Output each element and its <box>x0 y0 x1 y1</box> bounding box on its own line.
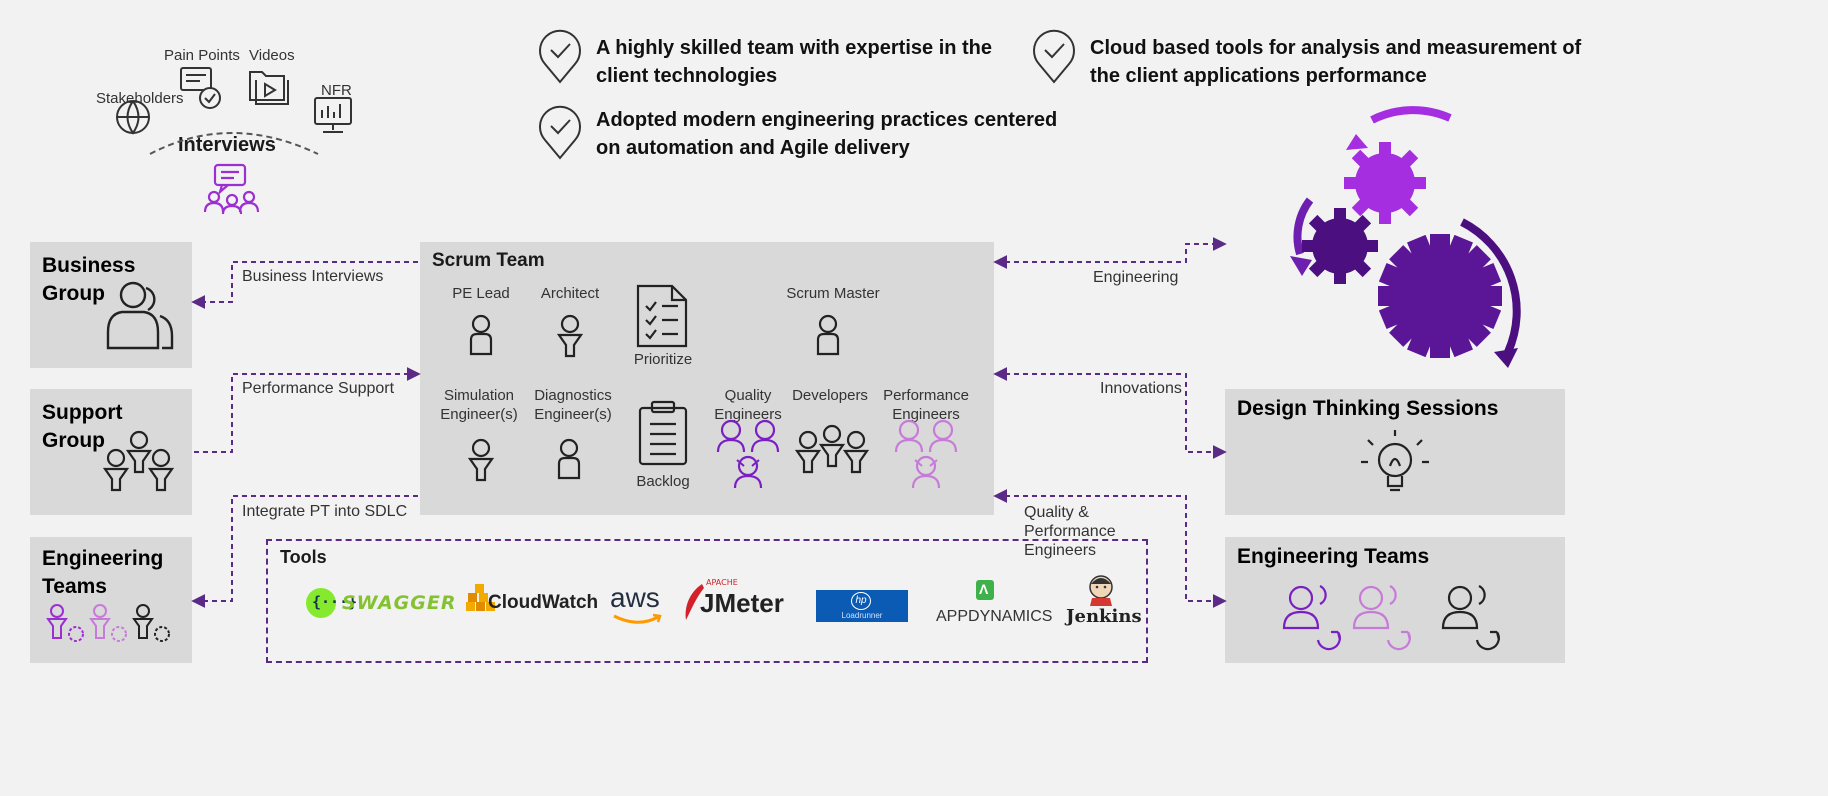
backlog-label: Backlog <box>636 473 690 490</box>
highlight-modern-practices: Adopted modern engineering practices cen… <box>596 109 1058 159</box>
aws-smile-icon <box>613 613 662 624</box>
highlight-cloud-tools: Cloud based tools for analysis and measu… <box>1090 37 1582 87</box>
quality-engineers-label: Quality Engineers <box>714 387 782 423</box>
pain-points-label: Pain Points <box>164 47 240 64</box>
prioritize-label: Prioritize <box>633 351 693 368</box>
engineering-teams-left-title: Engineering Teams <box>42 547 164 598</box>
support-group-title: Support Group <box>42 401 123 452</box>
scrum-team-title: Scrum Team <box>432 250 545 271</box>
performance-support-link-label: Performance Support <box>242 380 395 397</box>
cloudwatch-logo: CloudWatch <box>488 592 599 613</box>
nfr-monitor-icon <box>314 97 352 133</box>
jmeter-feather-icon <box>685 584 704 620</box>
business-group-box: Business Group <box>30 242 192 368</box>
interviews-title: Interviews <box>178 134 276 156</box>
swagger-logo: SWAGGER <box>342 592 457 614</box>
innovations-link-label: Innovations <box>1100 380 1182 397</box>
performance-engineers-label: Performance Engineers <box>883 387 969 423</box>
highlight-skilled-team: A highly skilled team with expertise in … <box>596 37 993 87</box>
business-interviews-link-label: Business Interviews <box>242 268 384 285</box>
design-thinking-title: Design Thinking Sessions <box>1237 397 1499 420</box>
gear-remediate-label: Remediate & Measure <box>1360 170 1408 189</box>
videos-label: Videos <box>249 47 295 64</box>
architect-label: Architect <box>540 285 600 302</box>
cloudwatch-icon <box>466 584 496 614</box>
pe-lead-label: PE Lead <box>452 285 510 302</box>
interview-group-icon <box>203 163 260 215</box>
loadrunner-label: Loadrunner <box>841 611 883 620</box>
scrum-team-box: Scrum Team PE Lead Architect Prioritize … <box>420 242 994 515</box>
stakeholders-label: Stakeholders <box>96 90 184 107</box>
appdynamics-logo: APPDYNAMICS <box>936 608 1053 625</box>
hp-badge: hp <box>851 592 871 610</box>
jmeter-apache-label: APACHE <box>706 578 738 587</box>
jenkins-logo: Jenkins <box>1066 606 1142 627</box>
aws-logo: aws <box>610 582 660 613</box>
business-group-title: Business Group <box>42 254 136 305</box>
integrate-pt-link-label: Integrate PT into SDLC <box>242 503 408 520</box>
pain-points-icon <box>180 67 221 109</box>
appdynamics-icon: Λ <box>976 580 994 600</box>
developers-label: Developers <box>792 387 868 404</box>
support-group-box: Support Group <box>30 389 192 515</box>
gear-prioritize-label: Prioritize & Benchmark <box>1407 282 1473 313</box>
jmeter-logo: JMeter <box>700 588 784 618</box>
gear-reactive-label: Reactive Diagnose <box>1324 239 1358 258</box>
engineering-teams-right-title: Engineering Teams <box>1237 545 1430 568</box>
swagger-icon: {···} <box>306 588 357 618</box>
diagnostics-engineers-label: Diagnostics Engineer(s) <box>534 387 612 423</box>
videos-icon <box>249 71 289 105</box>
nfr-label: NFR <box>321 82 352 99</box>
engineering-link-label: Engineering <box>1093 269 1179 286</box>
engineering-teams-right-box: Engineering Teams <box>1225 537 1565 663</box>
design-thinking-box: Design Thinking Sessions <box>1225 389 1565 515</box>
scrum-master-label: Scrum Master <box>786 285 880 302</box>
tools-title: Tools <box>280 547 327 567</box>
simulation-engineers-label: Simulation Engineer(s) <box>440 387 518 423</box>
engineering-teams-left-box: Engineering Teams <box>30 537 192 663</box>
jenkins-icon <box>1089 575 1113 606</box>
loadrunner-logo-box: hp Loadrunner <box>816 590 908 622</box>
